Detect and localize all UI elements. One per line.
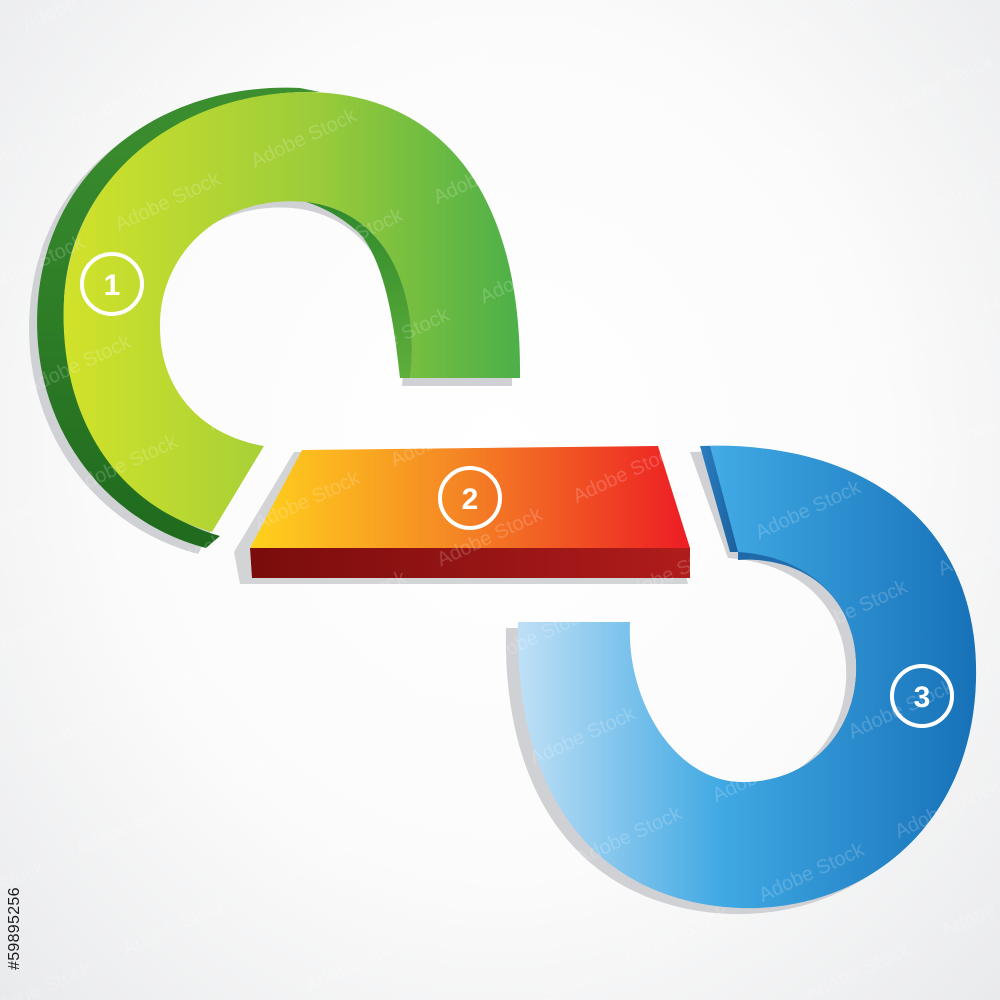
- stock-id-label: #59895256: [6, 887, 23, 970]
